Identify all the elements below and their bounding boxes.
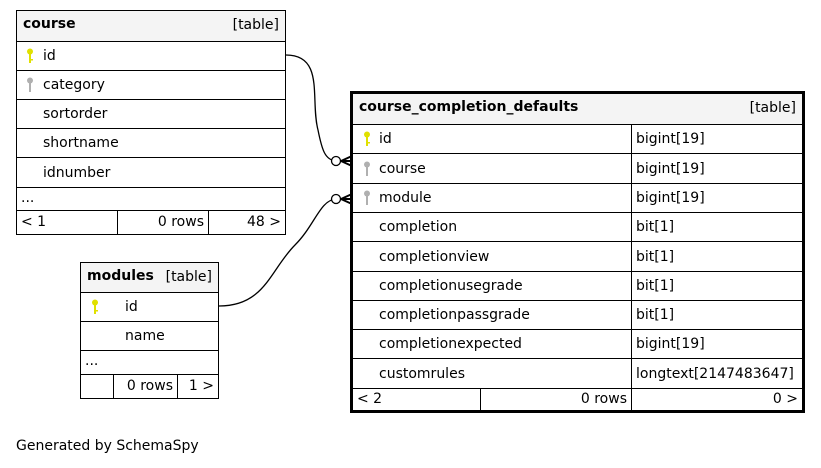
table-course[interactable]: course [table] id category sortorder sho… — [16, 10, 286, 235]
column-row[interactable]: id — [81, 292, 218, 321]
more-columns-row: ... — [17, 187, 285, 210]
column-name: completionpassgrade — [379, 307, 530, 323]
column-name: name — [125, 328, 165, 344]
column-name: id — [125, 299, 138, 315]
primary-key-icon — [364, 131, 370, 146]
column-name: category — [43, 77, 105, 93]
column-row[interactable]: customrules longtext[2147483647] — [353, 358, 802, 388]
column-type: bit[1] — [636, 307, 675, 323]
column-row[interactable]: completionusegrade bit[1] — [353, 271, 802, 300]
column-name: id — [379, 131, 392, 147]
relationship-course-to-course-completion-defaults[interactable] — [285, 54, 337, 162]
column-type: bigint[19] — [636, 190, 705, 206]
column-row[interactable]: category — [17, 70, 285, 99]
column-row[interactable]: sortorder — [17, 99, 285, 128]
table-name: course_completion_defaults — [359, 99, 579, 115]
column-row[interactable]: idnumber — [17, 157, 285, 187]
table-kind: [table] — [749, 100, 796, 116]
table-header: course [table] — [17, 11, 285, 41]
column-name: module — [379, 190, 432, 206]
column-name: id — [43, 48, 56, 64]
table-kind: [table] — [232, 17, 279, 33]
children-link[interactable]: 48 > — [247, 214, 281, 230]
column-row[interactable]: completionview bit[1] — [353, 241, 802, 271]
foreign-key-icon — [364, 190, 370, 205]
table-footer: < 2 0 rows 0 > — [353, 388, 802, 410]
children-link[interactable]: 1 > — [188, 378, 214, 394]
table-kind: [table] — [165, 269, 212, 285]
ellipsis: ... — [85, 353, 99, 369]
row-count: 0 rows — [580, 391, 627, 407]
generated-by-label: Generated by SchemaSpy — [16, 438, 199, 454]
column-row[interactable]: id bigint[19] — [353, 124, 802, 153]
row-count: 0 rows — [126, 378, 173, 394]
foreign-key-icon — [27, 77, 33, 92]
ellipsis: ... — [21, 190, 35, 206]
table-name: modules — [87, 268, 154, 284]
column-name: idnumber — [43, 165, 111, 181]
column-type: bit[1] — [636, 219, 675, 235]
column-name: completionview — [379, 249, 490, 265]
foreign-key-icon — [364, 161, 370, 176]
table-header: modules [table] — [81, 263, 218, 292]
primary-key-icon — [92, 299, 98, 314]
column-row[interactable]: completionpassgrade bit[1] — [353, 300, 802, 329]
column-name: course — [379, 161, 426, 177]
column-type: longtext[2147483647] — [636, 366, 794, 382]
table-course-completion-defaults[interactable]: course_completion_defaults [table] id bi… — [350, 91, 805, 413]
column-type: bigint[19] — [636, 336, 705, 352]
column-row[interactable]: shortname — [17, 128, 285, 157]
table-footer: < 1 0 rows 48 > — [17, 210, 285, 234]
column-row[interactable]: module bigint[19] — [353, 183, 802, 212]
column-name: shortname — [43, 135, 119, 151]
more-columns-row: ... — [81, 350, 218, 374]
row-count: 0 rows — [157, 214, 204, 230]
relationship-modules-to-course-completion-defaults[interactable] — [218, 198, 337, 307]
parents-link[interactable]: < 1 — [21, 214, 47, 230]
zero-or-many-marker — [330, 193, 342, 205]
zero-or-many-marker — [330, 155, 342, 167]
table-footer: 0 rows 1 > — [81, 374, 218, 398]
column-row[interactable]: completionexpected bigint[19] — [353, 329, 802, 358]
column-type: bigint[19] — [636, 161, 705, 177]
column-row[interactable]: id — [17, 41, 285, 70]
table-header: course_completion_defaults [table] — [353, 94, 802, 124]
column-name: sortorder — [43, 106, 108, 122]
column-name: completionexpected — [379, 336, 522, 352]
column-type: bit[1] — [636, 278, 675, 294]
children-link[interactable]: 0 > — [772, 391, 798, 407]
column-name: customrules — [379, 366, 465, 382]
table-name: course — [23, 16, 76, 32]
column-name: completion — [379, 219, 458, 235]
primary-key-icon — [27, 48, 33, 63]
table-modules[interactable]: modules [table] id name ... 0 rows 1 > — [80, 262, 219, 399]
column-row[interactable]: name — [81, 321, 218, 350]
column-type: bigint[19] — [636, 131, 705, 147]
parents-link[interactable]: < 2 — [357, 391, 383, 407]
column-type: bit[1] — [636, 249, 675, 265]
column-name: completionusegrade — [379, 278, 523, 294]
column-row[interactable]: course bigint[19] — [353, 153, 802, 183]
column-row[interactable]: completion bit[1] — [353, 212, 802, 241]
